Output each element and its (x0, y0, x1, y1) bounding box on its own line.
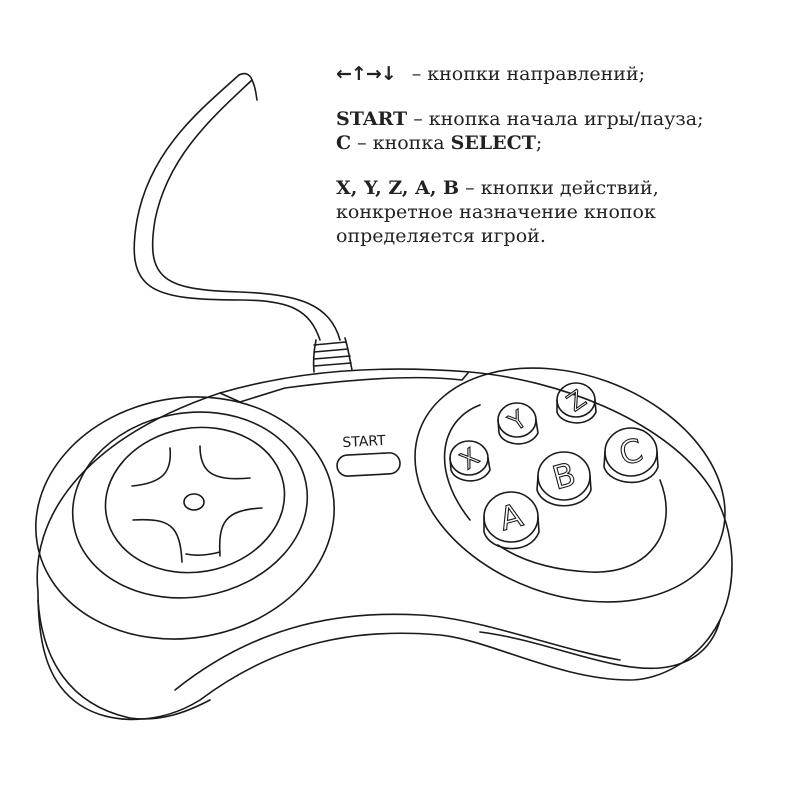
legend-actions-line3: определяется игрой. (336, 225, 546, 247)
legend-actions: X, Y, Z, A, B – кнопки действий, (336, 176, 756, 200)
button-c[interactable] (603, 427, 659, 484)
cable (133, 72, 353, 373)
legend-actions-text: – кнопки действий, (459, 177, 659, 199)
start-button[interactable] (336, 452, 401, 477)
legend-actions-keys: X, Y, Z, A, B (336, 177, 460, 199)
button-a[interactable] (483, 491, 540, 550)
button-b-label: B (548, 455, 579, 497)
legend-actions-line2: конкретное назначение кнопок (336, 201, 656, 223)
button-a-label: A (496, 496, 527, 538)
legend-select-mid: – кнопка (351, 132, 451, 154)
direction-arrows-icon: ←↑→↓ (336, 63, 397, 85)
button-y[interactable] (497, 402, 539, 445)
gamepad-body-outline (36, 368, 733, 721)
button-x-label: X (455, 443, 485, 475)
legend-start-key: START (336, 108, 408, 130)
button-y-label: Y (503, 405, 532, 437)
button-b[interactable] (536, 451, 592, 507)
legend-select-end: ; (535, 132, 543, 154)
button-x[interactable] (449, 440, 491, 482)
dpad[interactable] (131, 445, 263, 563)
legend-select-key: C (336, 132, 352, 154)
legend-directions: ←↑→↓ – кнопки направлений; (336, 62, 756, 86)
dpad-outer-ring (35, 396, 335, 640)
action-area-outer (414, 367, 726, 603)
button-z[interactable] (556, 382, 597, 424)
button-legend: ←↑→↓ – кнопки направлений; START – кнопк… (336, 62, 756, 248)
legend-start-text: – кнопка начала игры/пауза; (407, 108, 704, 130)
legend-select: C – кнопка SELECT; (336, 131, 756, 155)
button-c-label: C (615, 431, 646, 473)
legend-directions-text: – кнопки направлений; (405, 63, 646, 85)
button-z-label: Z (562, 385, 592, 417)
legend-start: START – кнопка начала игры/пауза; (336, 107, 756, 131)
legend-select-key2: SELECT (450, 132, 536, 154)
dpad-center (183, 493, 205, 511)
start-label: START (342, 433, 386, 451)
